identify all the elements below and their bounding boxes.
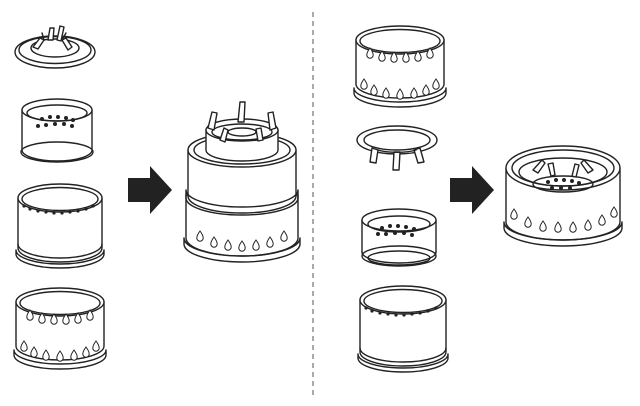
right-grate-cup [361,208,437,267]
right-vented-base-ring [353,25,447,108]
arrow-right-icon [450,166,494,214]
left-pot-support-ring [14,25,96,69]
right-nested-stove [503,145,623,247]
left-grate-cup [20,98,94,163]
left-burner-cylinder [15,183,105,269]
right-burner-cylinder [357,285,449,373]
arrow-right-icon [128,166,172,214]
right-pot-support-ring [356,125,438,171]
left-vented-base-ring [13,287,107,370]
left-assembled-stove [183,101,301,263]
